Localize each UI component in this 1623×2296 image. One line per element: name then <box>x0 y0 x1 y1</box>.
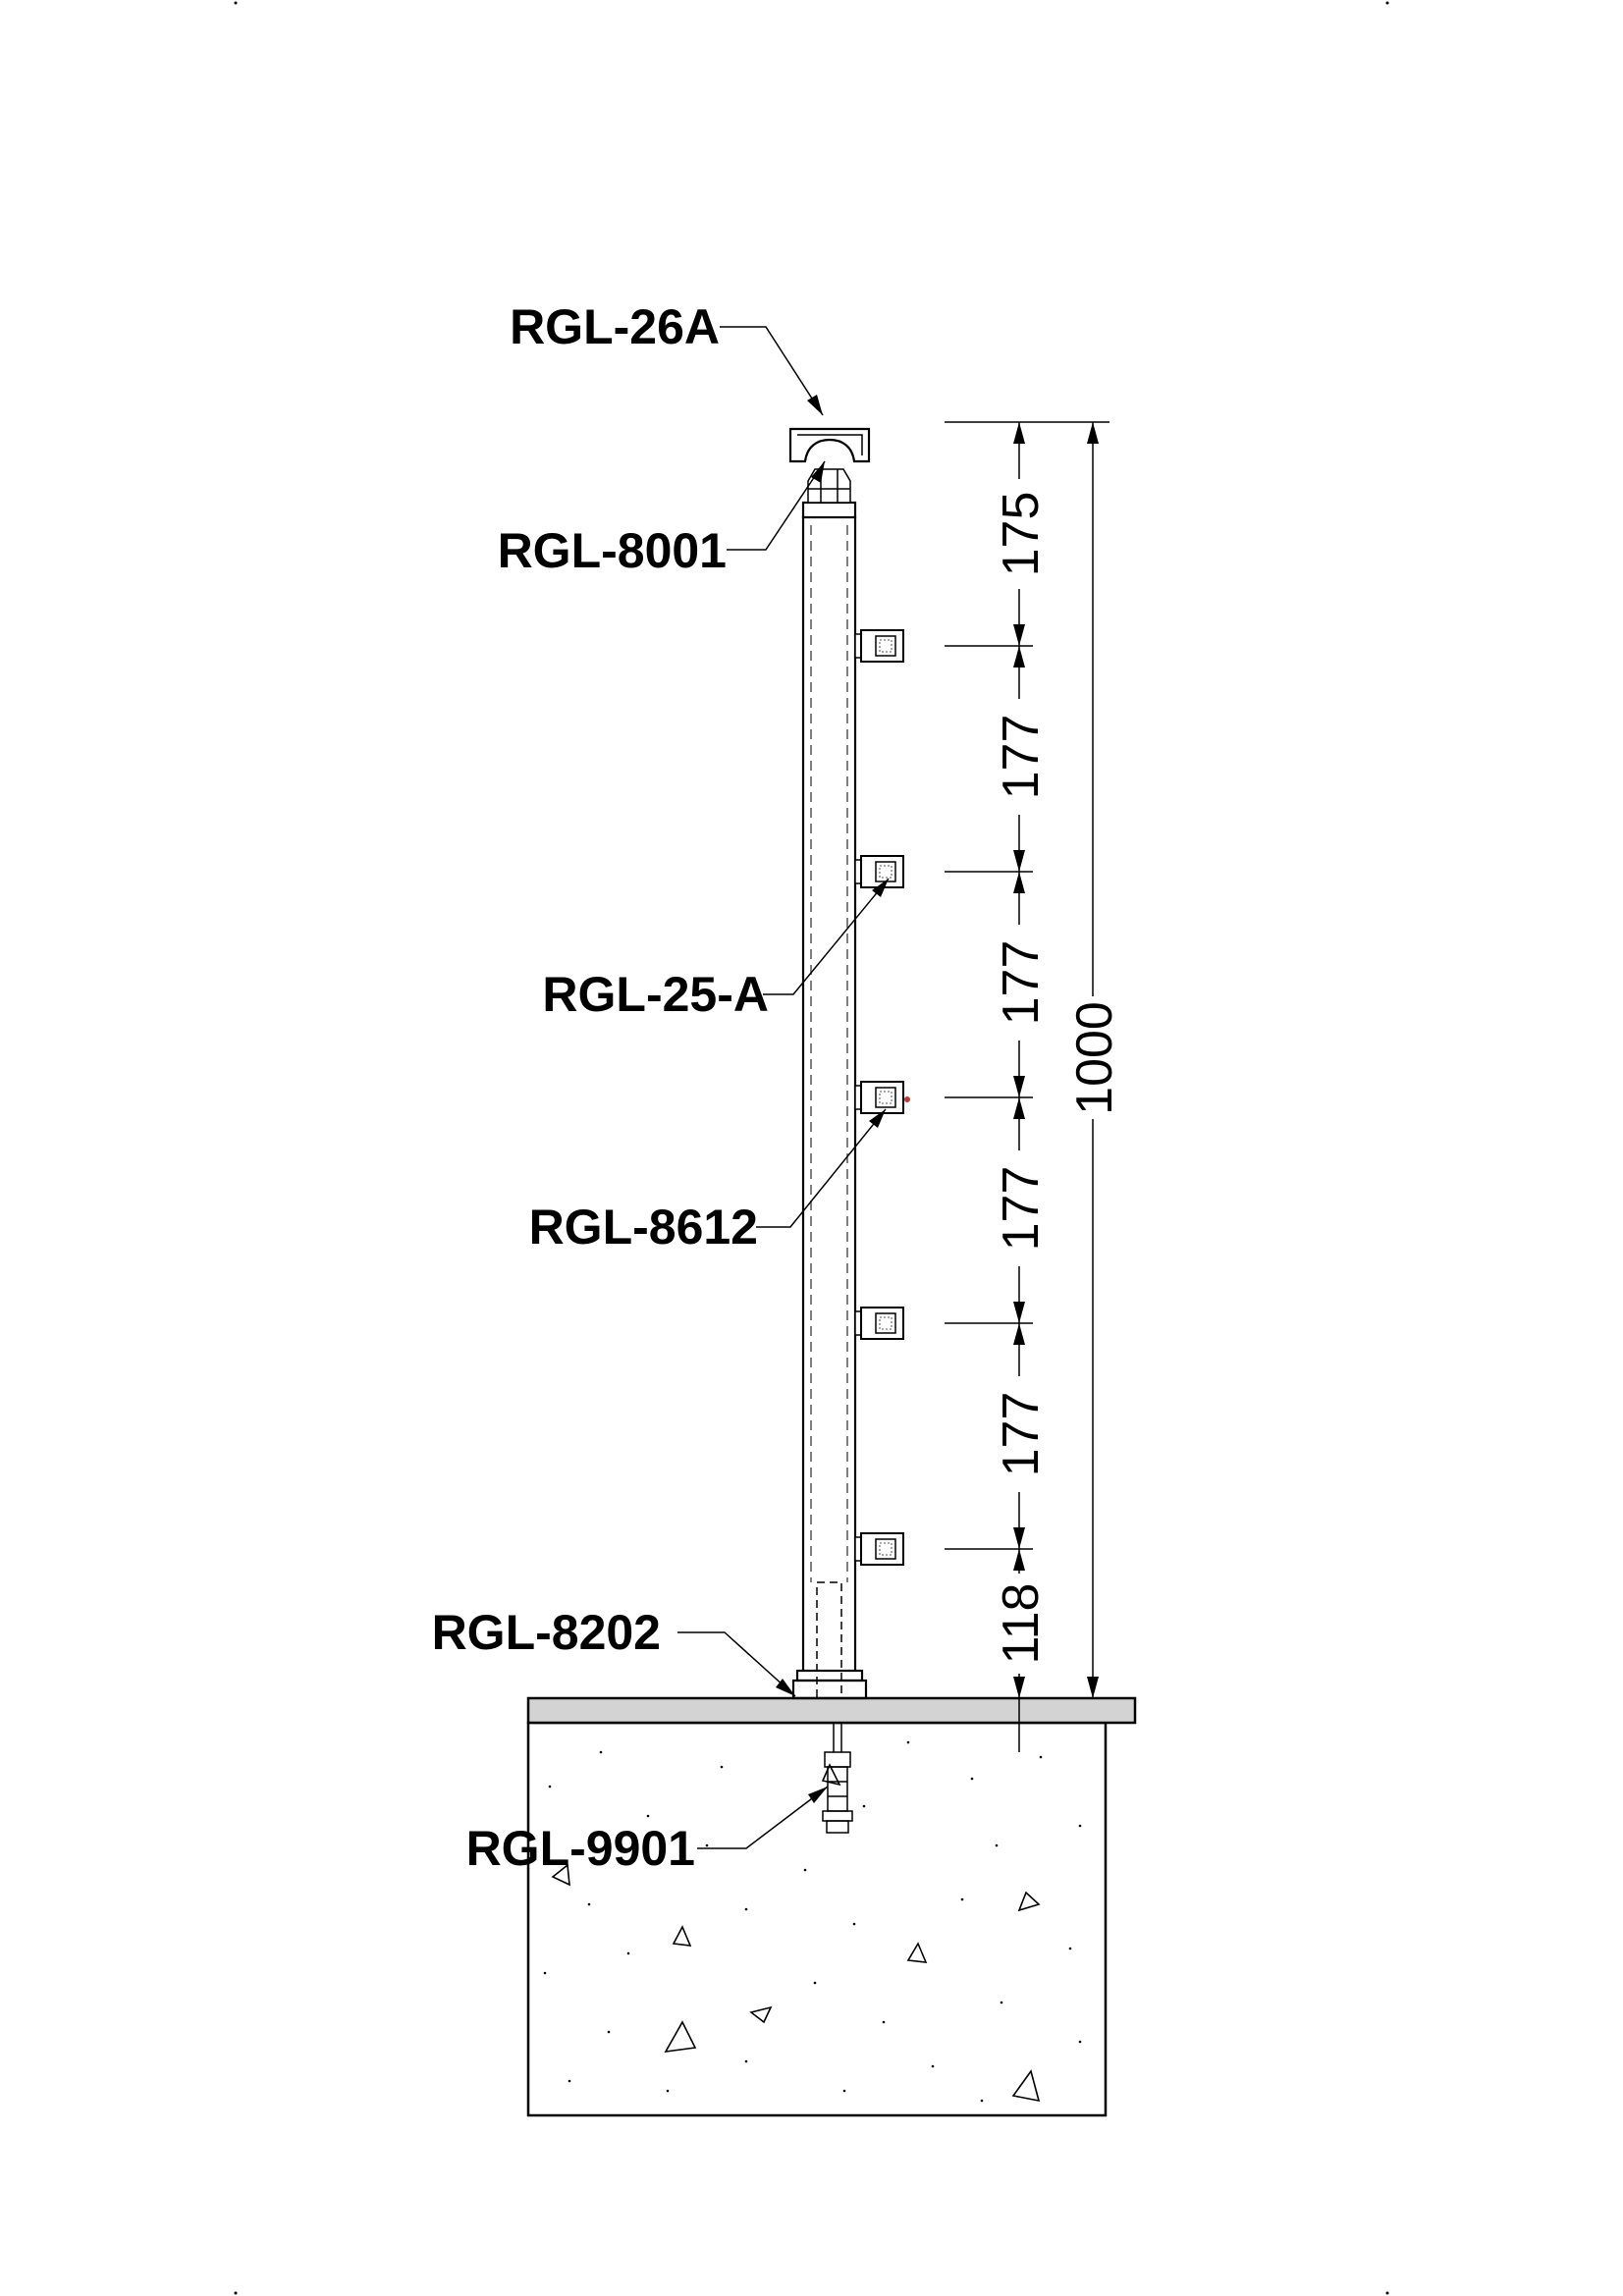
label-saddle: RGL-8001 <box>498 523 727 578</box>
leader-arrows <box>776 395 889 1803</box>
dimension-lines <box>945 421 1109 1752</box>
dimension-values: 175 177 177 177 177 118 1000 <box>993 492 1123 1665</box>
marker-dot <box>904 1096 910 1102</box>
part-labels: RGL-26A RGL-8001 RGL-25-A RGL-8612 RGL-8… <box>432 299 769 1876</box>
tube-holder-3 <box>854 1081 904 1114</box>
tube-holders <box>854 629 904 1566</box>
tube-holder-4 <box>854 1307 904 1340</box>
label-anchor: RGL-9901 <box>466 1821 695 1876</box>
concrete-foundation <box>526 1721 1108 2117</box>
handrail-profile <box>788 427 871 463</box>
dim-segment-5: 177 <box>993 1392 1050 1477</box>
label-post: RGL-8612 <box>529 1200 758 1255</box>
dim-segment-6: 118 <box>993 1583 1050 1665</box>
page-corner-marks <box>234 1 1389 2295</box>
label-tube-holder: RGL-25-A <box>542 967 769 1022</box>
dim-segment-1: 175 <box>993 492 1050 577</box>
floor-slab <box>526 1696 1137 1725</box>
base-cover <box>791 1669 868 1700</box>
post-tube <box>801 501 857 1699</box>
dim-total: 1000 <box>1066 1001 1123 1115</box>
dim-segment-2: 177 <box>993 715 1050 800</box>
dimension-arrows <box>1013 422 1099 1698</box>
tube-holder-1 <box>854 629 904 663</box>
label-base-cover: RGL-8202 <box>432 1605 661 1660</box>
dim-segment-4: 177 <box>993 1166 1050 1252</box>
anchor-bolt <box>822 1723 853 1834</box>
dim-segment-3: 177 <box>993 940 1050 1026</box>
tube-holder-2 <box>854 855 904 888</box>
label-handrail: RGL-26A <box>510 299 720 354</box>
tube-holder-5 <box>854 1532 904 1566</box>
leader-lines <box>677 326 890 1849</box>
